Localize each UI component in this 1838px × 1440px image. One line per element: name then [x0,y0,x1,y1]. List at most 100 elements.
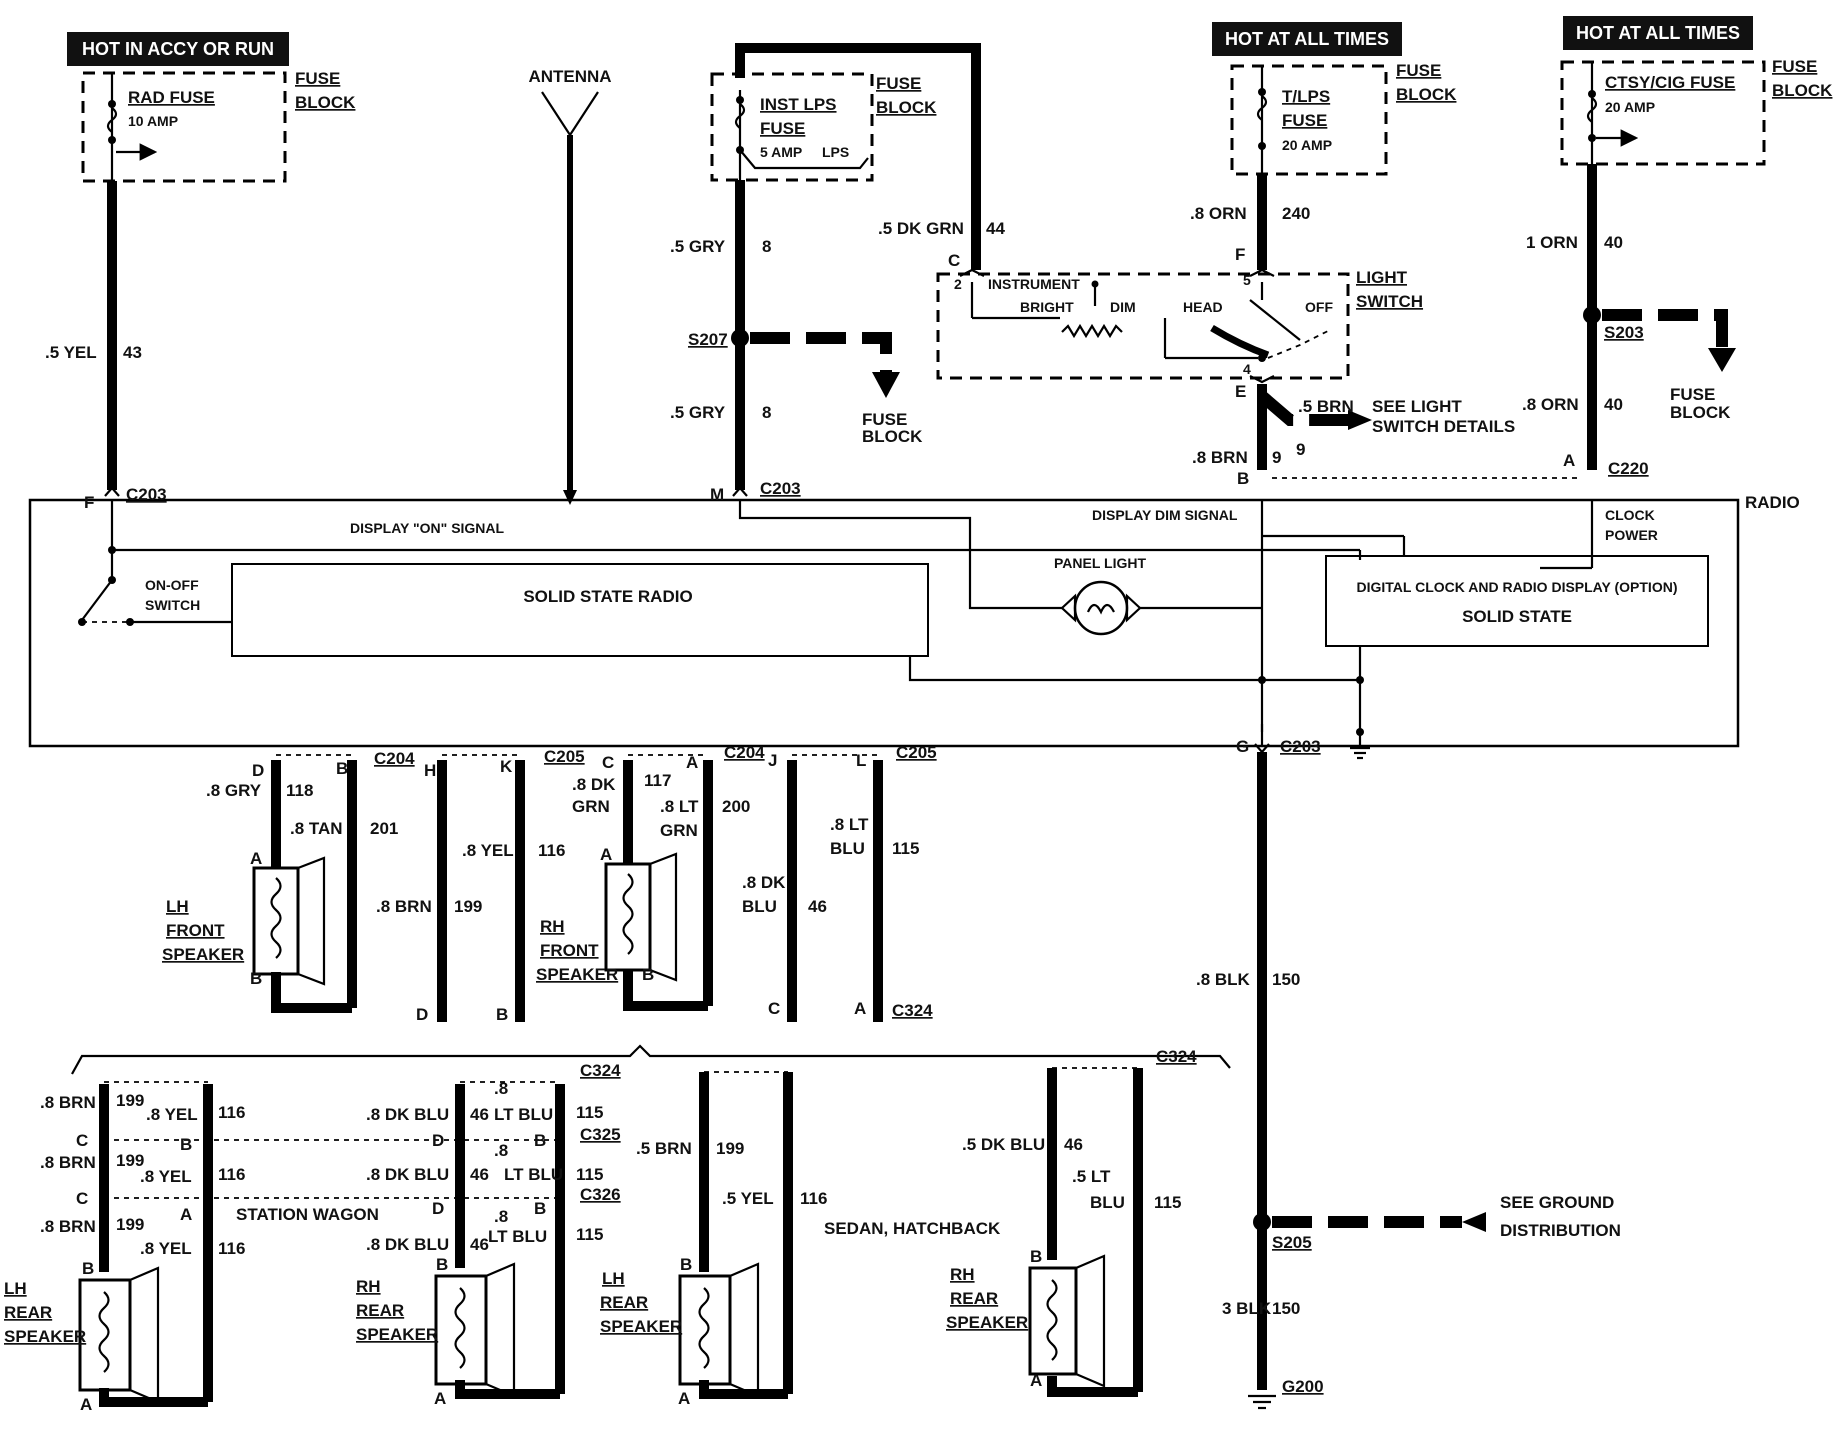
svg-text:LH: LH [166,897,189,916]
fuse-block-rad: RAD FUSE 10 AMP FUSE BLOCK [81,69,356,183]
svg-text:116: 116 [218,1103,245,1122]
header-accy: HOT IN ACCY OR RUN [67,32,289,66]
svg-text:HOT AT ALL TIMES: HOT AT ALL TIMES [1225,29,1389,49]
svg-text:40: 40 [1604,395,1623,414]
svg-text:DIM: DIM [1110,299,1136,315]
svg-text:A: A [600,845,612,864]
svg-text:C: C [948,251,960,270]
svg-text:DISPLAY DIM SIGNAL: DISPLAY DIM SIGNAL [1092,507,1238,523]
svg-text:J: J [768,751,777,770]
svg-text:REAR: REAR [4,1303,52,1322]
svg-text:10 AMP: 10 AMP [128,113,178,129]
svg-text:5: 5 [1243,272,1251,288]
svg-text:FUSE: FUSE [1772,57,1817,76]
svg-text:C203: C203 [760,479,801,498]
svg-text:.5 DK BLU: .5 DK BLU [962,1135,1045,1154]
svg-text:BLOCK: BLOCK [1772,81,1833,100]
svg-text:LIGHT: LIGHT [1356,268,1408,287]
header-hot-2: HOT AT ALL TIMES [1563,16,1753,50]
svg-text:150: 150 [1272,970,1300,989]
svg-text:FUSE: FUSE [295,69,340,88]
svg-text:44: 44 [986,219,1005,238]
svg-text:SPEAKER: SPEAKER [536,965,618,984]
wire-dk-grn-44: .5 DK GRN 44 C [735,43,1005,270]
svg-text:240: 240 [1282,204,1310,223]
svg-text:SPEAKER: SPEAKER [4,1327,86,1346]
svg-text:LT BLU: LT BLU [494,1105,553,1124]
svg-text:FUSE: FUSE [760,119,805,138]
svg-text:POWER: POWER [1605,527,1658,543]
svg-text:115: 115 [576,1165,603,1184]
svg-text:43: 43 [123,343,142,362]
svg-text:INSTRUMENT: INSTRUMENT [988,276,1080,292]
svg-text:FUSE: FUSE [1670,385,1715,404]
svg-text:118: 118 [286,781,313,800]
svg-text:C220: C220 [1608,459,1649,478]
svg-text:8: 8 [762,403,771,422]
svg-text:BLU: BLU [742,897,777,916]
svg-text:2: 2 [954,276,962,292]
svg-text:LPS: LPS [822,144,849,160]
svg-text:SPEAKER: SPEAKER [356,1325,438,1344]
svg-text:K: K [500,757,513,776]
svg-text:S207: S207 [688,330,728,349]
svg-text:150: 150 [1272,1299,1300,1318]
svg-text:C326: C326 [580,1185,621,1204]
svg-text:B: B [336,759,348,778]
svg-text:C205: C205 [896,743,937,762]
svg-text:C203: C203 [1280,737,1321,756]
svg-text:.5 GRY: .5 GRY [670,237,726,256]
svg-text:SOLID STATE RADIO: SOLID STATE RADIO [523,587,692,606]
svg-text:.5 YEL: .5 YEL [722,1189,774,1208]
svg-text:8: 8 [762,237,771,256]
svg-text:A: A [434,1389,446,1408]
svg-text:20 AMP: 20 AMP [1605,99,1655,115]
wire-brn-9: E .8 BRN 9 9 B SEE LIGHT .5 BRN SEE LIGH… [1192,382,1515,488]
svg-text:PANEL LIGHT: PANEL LIGHT [1054,555,1146,571]
svg-text:LT BLU: LT BLU [504,1165,563,1184]
station-wagon-rear-wiring: .8 BRN 199 .8 YEL 116 C B .8 BRN 199 .8 … [4,1061,621,1414]
svg-text:SPEAKER: SPEAKER [946,1313,1028,1332]
svg-text:46: 46 [470,1235,489,1254]
svg-text:F: F [84,493,94,512]
svg-text:BLOCK: BLOCK [1670,403,1731,422]
svg-text:SEE LIGHT: SEE LIGHT [1372,397,1462,416]
svg-text:BLU: BLU [1090,1193,1125,1212]
svg-text:FUSE: FUSE [876,74,921,93]
svg-text:A: A [686,753,698,772]
svg-text:B: B [1237,469,1249,488]
svg-text:INST LPS: INST LPS [760,95,837,114]
svg-text:.8 BRN: .8 BRN [376,897,432,916]
svg-text:200: 200 [722,797,750,816]
svg-text:FUSE: FUSE [862,410,907,429]
svg-text:C324: C324 [1156,1047,1197,1066]
svg-text:46: 46 [808,897,827,916]
svg-text:B: B [534,1131,546,1150]
svg-text:46: 46 [1064,1135,1083,1154]
svg-text:C: C [602,753,614,772]
svg-text:STATION WAGON: STATION WAGON [236,1205,379,1224]
svg-text:.8 DK: .8 DK [572,775,616,794]
svg-text:B: B [1030,1247,1042,1266]
svg-text:C205: C205 [544,747,585,766]
svg-text:S205: S205 [1272,1233,1312,1252]
svg-text:.8: .8 [494,1207,508,1226]
svg-text:C325: C325 [580,1125,621,1144]
svg-text:C203: C203 [126,485,167,504]
wire-orn-240: .8 ORN 240 F [1190,174,1310,270]
svg-text:GRN: GRN [572,797,610,816]
svg-text:.5 BRN: .5 BRN [636,1139,692,1158]
svg-text:D: D [252,761,264,780]
svg-text:B: B [534,1199,546,1218]
svg-text:C: C [768,999,780,1018]
svg-text:.5 LT: .5 LT [1072,1167,1111,1186]
light-switch: 2 5 INSTRUMENT BRIGHT DIM HEAD OFF 4 LIG… [936,268,1423,384]
svg-text:A: A [678,1389,690,1408]
svg-text:116: 116 [218,1239,245,1258]
svg-text:115: 115 [576,1225,603,1244]
svg-text:116: 116 [538,841,565,860]
wire-yel-43: .5 YEL 43 [45,181,142,490]
svg-text:.8 DK: .8 DK [742,873,786,892]
fuse-block-tlps: T/LPS FUSE 20 AMP FUSE BLOCK [1230,61,1457,176]
svg-text:.8 DK BLU: .8 DK BLU [366,1235,449,1254]
